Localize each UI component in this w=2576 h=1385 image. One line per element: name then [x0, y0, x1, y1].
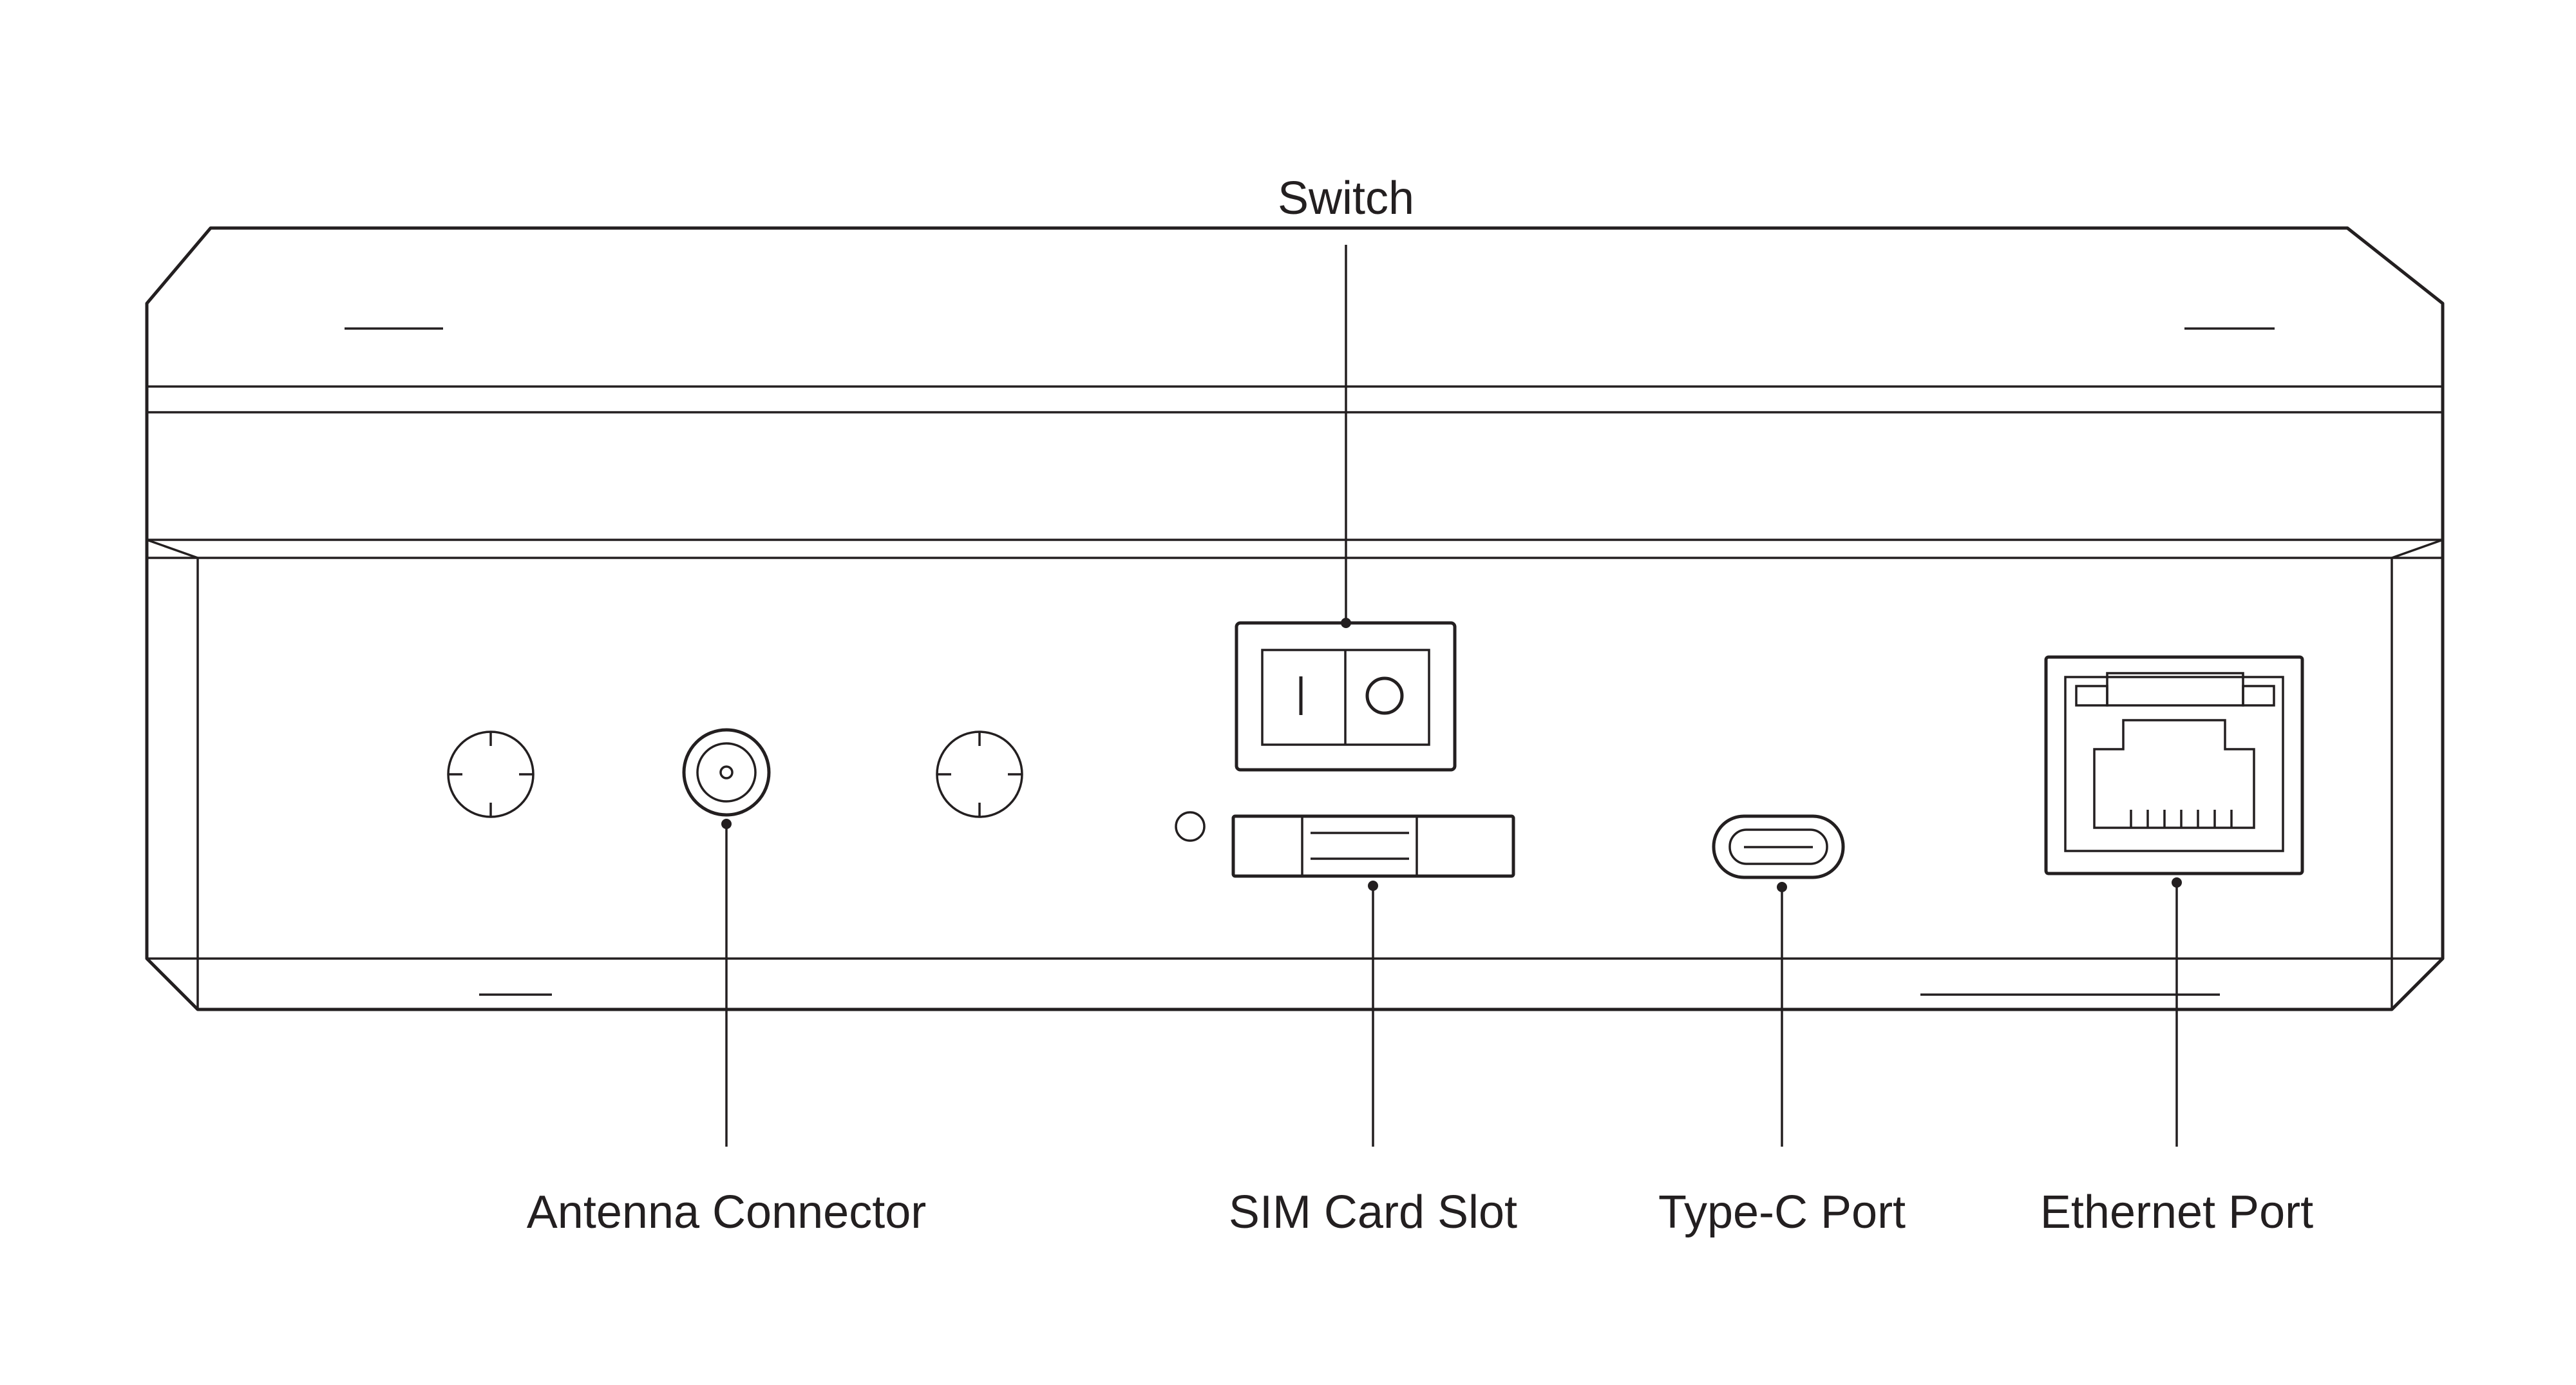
- status-led-icon: [1175, 811, 1206, 842]
- front-face-chamfer-left: [146, 539, 198, 559]
- leader-switch: [1341, 245, 1351, 628]
- leader-type-c: [1777, 882, 1787, 1147]
- sim-card-slot-label: SIM Card Slot: [1229, 1187, 1517, 1238]
- leader-antenna: [721, 819, 732, 1147]
- switch-label: Switch: [1278, 173, 1414, 224]
- ethernet-port[interactable]: [2044, 655, 2304, 875]
- antenna-connector[interactable]: [682, 728, 771, 817]
- ethernet-contacts: [2130, 810, 2233, 828]
- device-body-outline: [145, 387, 2445, 1011]
- antenna-mount-left: [447, 731, 535, 818]
- device-body: [145, 226, 2445, 1011]
- device-top-lid: [145, 226, 2445, 387]
- type-c-port-label: Type-C Port: [1658, 1187, 1906, 1238]
- type-c-port[interactable]: [1712, 814, 1845, 879]
- switch-off-symbol-icon: [1365, 676, 1404, 715]
- sim-card-slot[interactable]: [1231, 814, 1515, 878]
- front-face-chamfer-right: [2391, 539, 2443, 559]
- ethernet-port-label: Ethernet Port: [2040, 1187, 2313, 1238]
- antenna-connector-label: Antenna Connector: [527, 1187, 926, 1238]
- leader-ethernet: [2172, 877, 2182, 1147]
- antenna-mount-right: [936, 731, 1023, 818]
- power-switch[interactable]: [1235, 621, 1457, 772]
- leader-sim: [1368, 881, 1378, 1147]
